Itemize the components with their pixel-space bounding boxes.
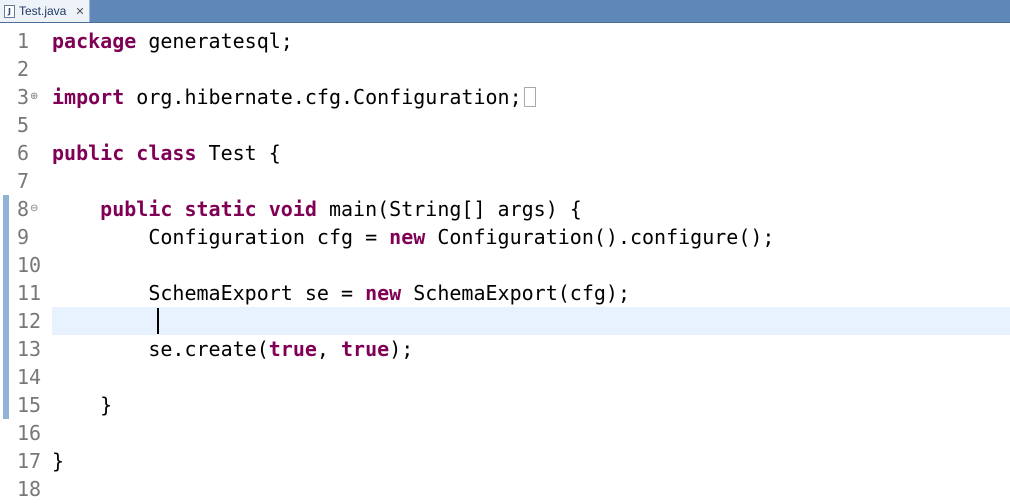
line-number: 18 [17,477,42,501]
line-number: 3 [17,85,30,109]
code-text: org.hibernate.cfg.Configuration; [124,85,522,109]
code-line[interactable]: public class Test { [52,139,281,167]
line-number: 6 [17,141,30,165]
code-text: ); [389,337,414,361]
line-number: 5 [17,113,30,137]
collapsed-imports-icon[interactable] [523,86,536,107]
code-text: SchemaExport se = [52,281,366,305]
code-line[interactable]: Configuration cfg = new Configuration().… [52,223,774,251]
code-text: Configuration().configure(); [425,225,775,249]
fold-expand-icon[interactable]: ⊕ [30,91,39,102]
line-number: 8 [17,197,30,221]
line-number: 11 [17,281,42,305]
fold-collapse-icon[interactable]: ⊖ [30,203,39,214]
code-line[interactable]: } [52,447,64,475]
code-editor[interactable]: 1 package generatesql; 2 3⊕ import org.hiber… [0,23,1010,501]
code-text: } [52,449,65,473]
code-line[interactable]: } [52,391,112,419]
code-text: , [316,337,342,361]
code-line[interactable]: public static void main(String[] args) { [52,195,582,223]
code-line[interactable]: se.create(true, true); [52,335,413,363]
text-caret [157,308,159,334]
quick-diff-marker [3,195,9,419]
code-text: Configuration cfg = [52,225,390,249]
line-number: 2 [17,57,30,81]
keyword: package [52,29,137,53]
keyword: true [341,337,390,361]
code-line[interactable]: package generatesql; [52,27,293,55]
code-text: generatesql; [136,29,293,53]
editor-tab-bar: J Test.java ✕ [0,0,1010,23]
code-text: se.create( [52,337,269,361]
line-number: 15 [17,393,42,417]
line-number: 17 [17,449,42,473]
keyword: new [365,281,402,305]
line-number: 16 [17,421,42,445]
java-file-icon: J [4,4,15,18]
keyword: public class [52,141,197,165]
code-text: SchemaExport(cfg); [401,281,630,305]
keyword: public static void [100,197,317,221]
current-line-highlight [52,307,1010,335]
tab-label: Test.java [19,4,67,18]
code-line[interactable]: import org.hibernate.cfg.Configuration; [52,83,536,111]
line-number: 12 [17,309,42,333]
line-number: 14 [17,365,42,389]
code-text: Test { [196,141,281,165]
keyword: new [389,225,426,249]
code-text: } [52,393,113,417]
code-text [52,197,100,221]
line-number: 13 [17,337,42,361]
tab-test-java[interactable]: J Test.java ✕ [0,0,90,22]
line-number: 1 [17,29,30,53]
keyword: true [268,337,317,361]
code-text: main(String[] args) { [316,197,582,221]
close-icon[interactable]: ✕ [75,4,85,18]
line-number: 7 [17,169,30,193]
code-line[interactable]: SchemaExport se = new SchemaExport(cfg); [52,279,630,307]
line-number: 10 [17,253,42,277]
line-number: 9 [17,225,30,249]
keyword: import [52,85,125,109]
